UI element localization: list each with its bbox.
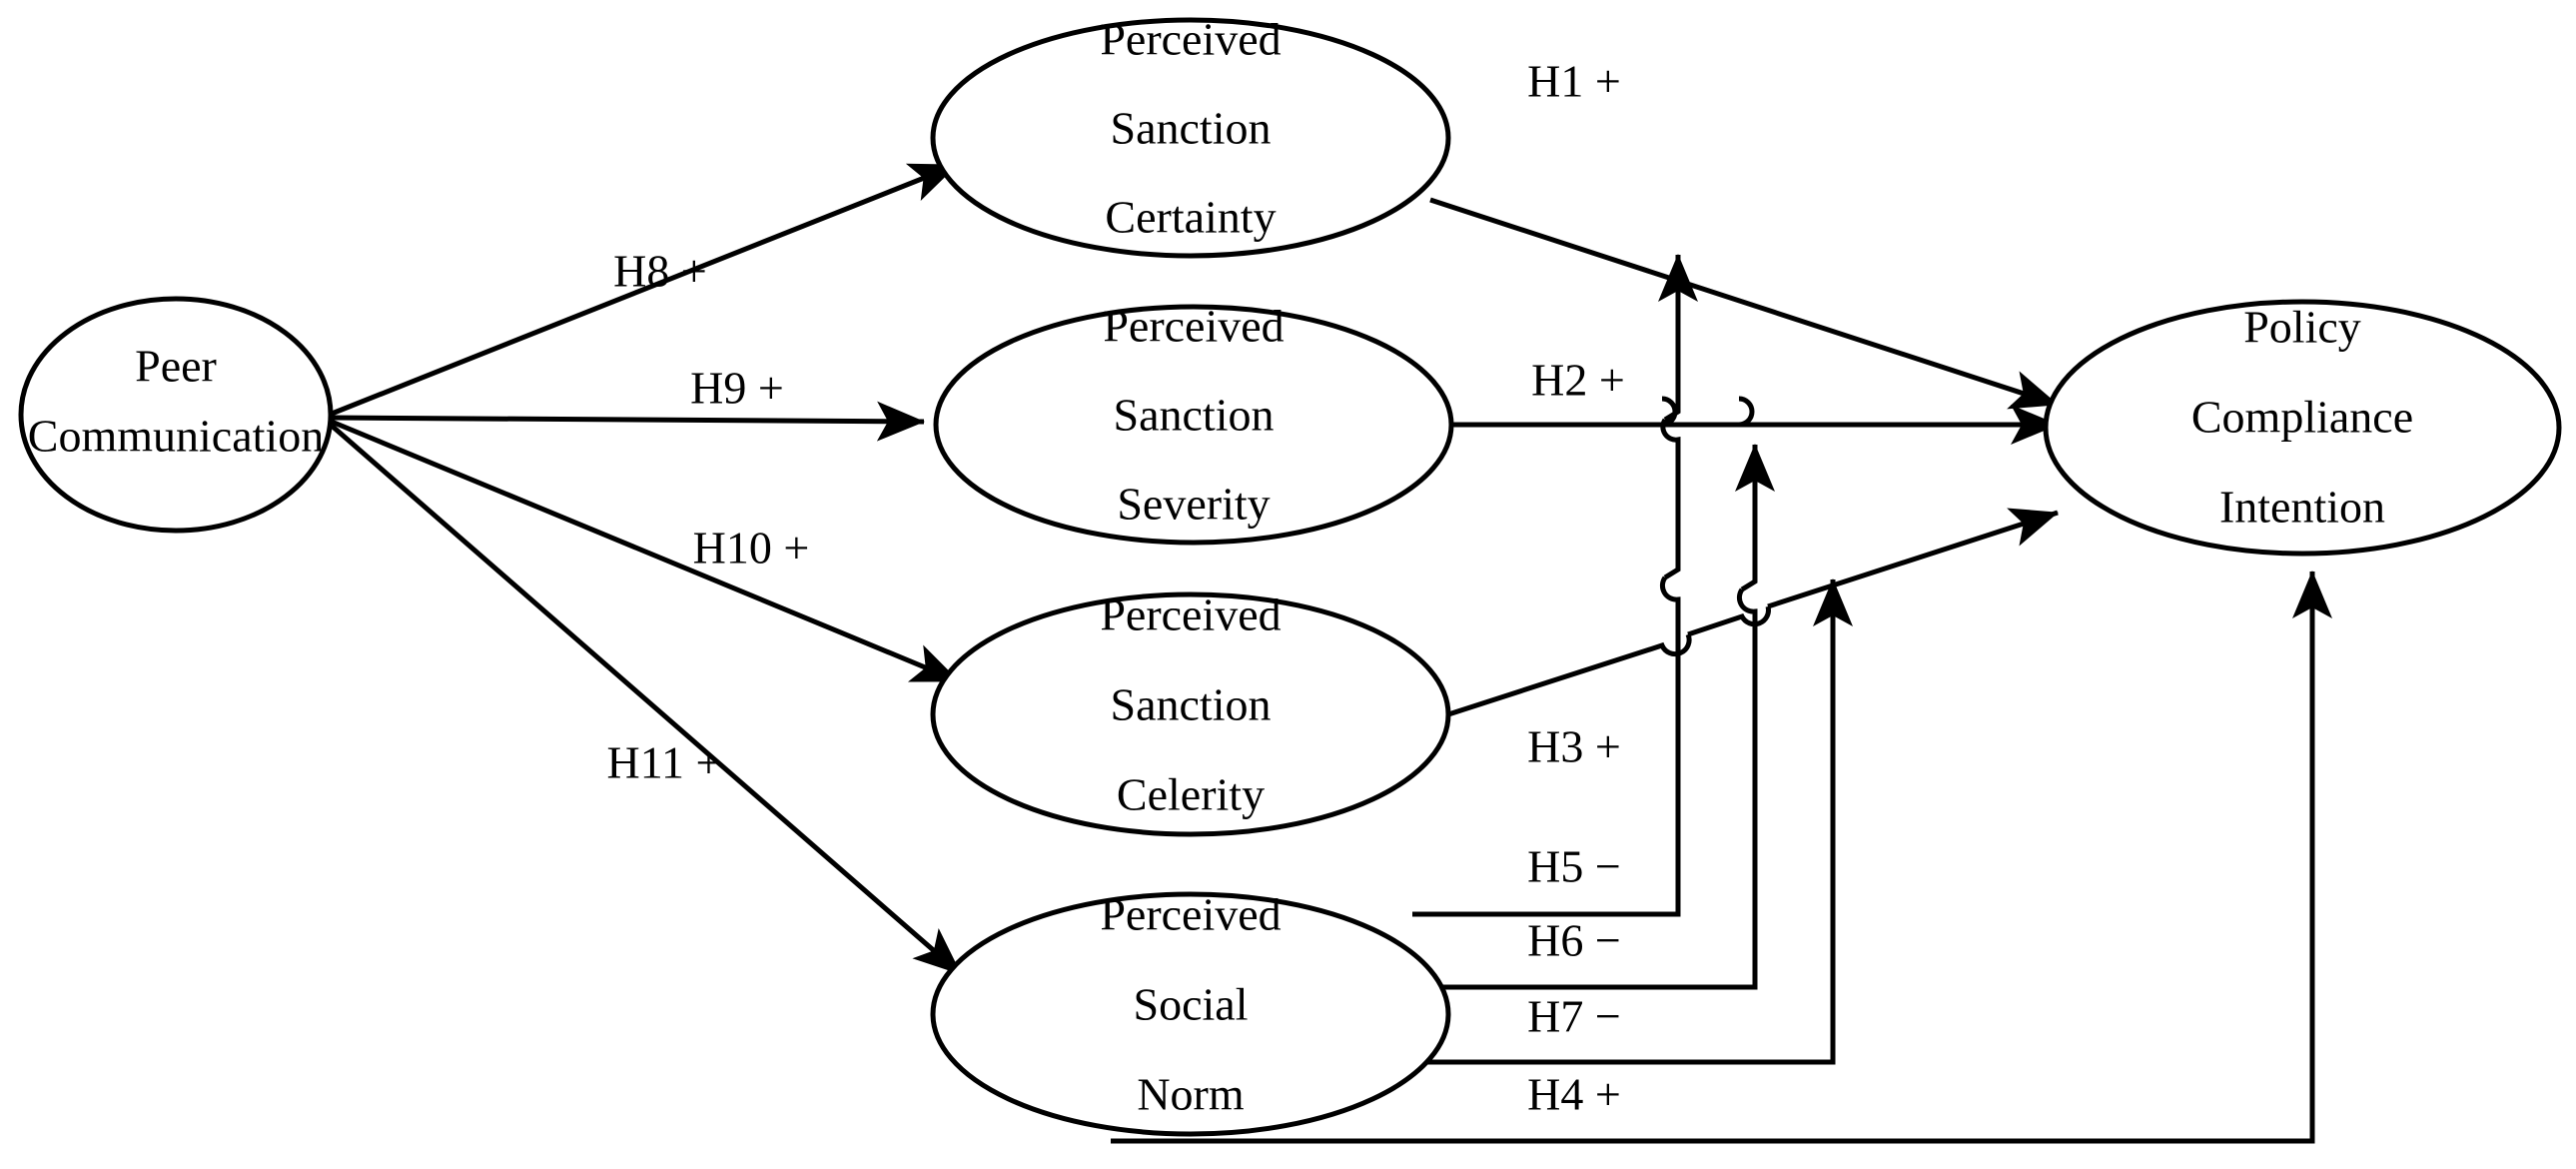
edge-label-h3: H3 + xyxy=(1527,721,1621,772)
edge-label-h6: H6 − xyxy=(1527,915,1621,966)
perceived-social-norm-ellipse xyxy=(930,891,1451,1137)
perceived-sanction-certainty-ellipse xyxy=(930,17,1451,259)
policy-compliance-intention-label-line1: Policy xyxy=(2243,302,2361,353)
edge-h4-path xyxy=(1111,570,2332,1144)
edge-label-h1: H1 + xyxy=(1527,56,1621,107)
perceived-sanction-severity-label-line1: Perceived xyxy=(1103,301,1284,352)
node-perceived-sanction-celerity[interactable]: Perceived Sanction Celerity xyxy=(930,589,1451,837)
edge-h5-path xyxy=(1412,255,1678,917)
edge-label-h4: H4 + xyxy=(1527,1069,1621,1120)
perceived-sanction-celerity-label-line2: Sanction xyxy=(1111,679,1272,730)
edge-label-h11: H11 + xyxy=(607,737,722,788)
edge-label-h5: H5 − xyxy=(1527,841,1621,892)
peer-communication-label-line1: Peer xyxy=(135,341,217,392)
perceived-sanction-certainty-label-line3: Certainty xyxy=(1105,192,1276,243)
node-policy-compliance-intention[interactable]: Policy Compliance Intention xyxy=(2043,299,2562,557)
node-perceived-sanction-severity[interactable]: Perceived Sanction Severity xyxy=(933,301,1454,546)
edge-h9-path xyxy=(331,401,925,442)
edge-label-h8: H8 + xyxy=(613,246,707,297)
perceived-sanction-celerity-label-line3: Celerity xyxy=(1117,769,1265,820)
policy-compliance-intention-label-line3: Intention xyxy=(2219,482,2385,533)
edge-label-h9: H9 + xyxy=(690,363,784,414)
perceived-social-norm-label-line1: Perceived xyxy=(1100,889,1281,940)
edge-label-h10: H10 + xyxy=(693,523,810,574)
edge-h8-path xyxy=(331,162,958,417)
node-perceived-sanction-certainty[interactable]: Perceived Sanction Certainty xyxy=(930,14,1451,259)
node-peer-communication[interactable]: Peer Communication xyxy=(18,296,334,534)
perceived-sanction-celerity-label-line1: Perceived xyxy=(1100,589,1281,640)
edge-h6-path xyxy=(1425,445,1755,990)
edge-h3-path xyxy=(1441,513,2058,719)
perceived-sanction-severity-label-line3: Severity xyxy=(1117,479,1270,530)
edge-h11-path xyxy=(330,424,963,976)
policy-compliance-intention-ellipse xyxy=(2043,299,2562,557)
edge-h10-path xyxy=(331,419,960,684)
perceived-sanction-celerity-ellipse xyxy=(930,591,1451,837)
peer-communication-label-line2: Communication xyxy=(28,411,324,462)
edge-h7-path xyxy=(1418,578,1853,1065)
perceived-social-norm-label-line3: Norm xyxy=(1137,1069,1245,1120)
perceived-sanction-severity-ellipse xyxy=(933,304,1454,546)
edge-label-h7: H7 − xyxy=(1527,991,1621,1042)
perceived-sanction-severity-label-line2: Sanction xyxy=(1114,390,1275,441)
perceived-social-norm-label-line2: Social xyxy=(1134,979,1249,1030)
perceived-sanction-certainty-label-line1: Perceived xyxy=(1100,14,1281,65)
edge-label-h2: H2 + xyxy=(1531,355,1625,406)
node-perceived-social-norm[interactable]: Perceived Social Norm xyxy=(930,889,1451,1137)
policy-compliance-intention-label-line2: Compliance xyxy=(2191,392,2413,443)
edge-h1-path xyxy=(1429,197,2059,410)
perceived-sanction-certainty-label-line2: Sanction xyxy=(1111,103,1272,154)
peer-communication-ellipse xyxy=(18,296,334,534)
